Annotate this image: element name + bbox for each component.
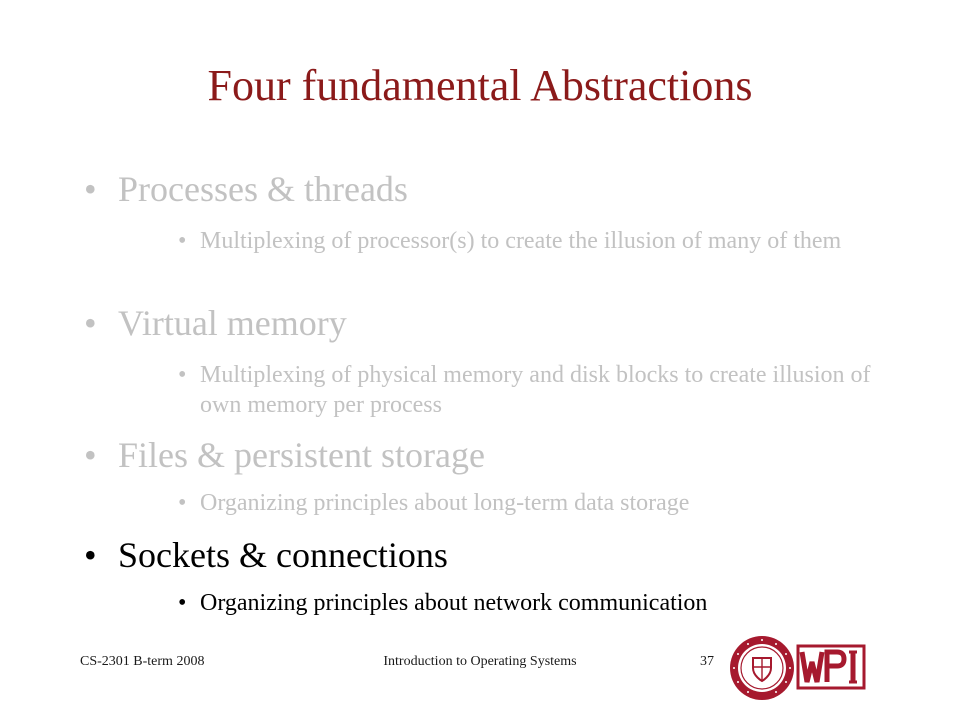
- footer-deck-title: Introduction to Operating Systems: [383, 654, 577, 669]
- bullet-text: Files & persistent storage: [118, 435, 485, 475]
- wpi-logo: [730, 636, 866, 700]
- bullet-marker: •: [84, 303, 97, 343]
- bullet-text: Virtual memory: [118, 303, 347, 343]
- bullet-processes-threads: • Processes & threads: [84, 168, 408, 210]
- sub-bullet-files-storage: • Organizing principles about long-term …: [178, 488, 878, 518]
- wpi-wordmark: [796, 644, 866, 690]
- bullet-files-storage: • Files & persistent storage: [84, 434, 485, 476]
- footer-course: CS-2301 B-term 2008: [80, 654, 205, 669]
- bullet-marker: •: [84, 435, 97, 475]
- wpi-seal-icon: [730, 636, 794, 700]
- sub-bullet-marker: •: [178, 490, 187, 516]
- bullet-virtual-memory: • Virtual memory: [84, 302, 347, 344]
- bullet-sockets-connections: • Sockets & connections: [84, 534, 448, 576]
- sub-bullet-sockets-connections: • Organizing principles about network co…: [178, 588, 878, 618]
- sub-bullet-text: Organizing principles about long-term da…: [200, 490, 690, 516]
- bullet-text: Sockets & connections: [118, 535, 448, 575]
- slide-title: Four fundamental Abstractions: [207, 61, 753, 110]
- sub-bullet-text: Multiplexing of processor(s) to create t…: [200, 228, 842, 254]
- sub-bullet-processes-threads: • Multiplexing of processor(s) to create…: [178, 226, 878, 256]
- sub-bullet-marker: •: [178, 362, 187, 388]
- bullet-marker: •: [84, 535, 97, 575]
- sub-bullet-marker: •: [178, 228, 187, 254]
- sub-bullet-text: Organizing principles about network comm…: [200, 590, 708, 616]
- sub-bullet-virtual-memory: • Multiplexing of physical memory and di…: [178, 360, 878, 420]
- sub-bullet-text: Multiplexing of physical memory and disk…: [200, 362, 871, 418]
- bullet-marker: •: [84, 169, 97, 209]
- bullet-text: Processes & threads: [118, 169, 408, 209]
- footer-page-number: 37: [700, 654, 714, 669]
- sub-bullet-marker: •: [178, 590, 187, 616]
